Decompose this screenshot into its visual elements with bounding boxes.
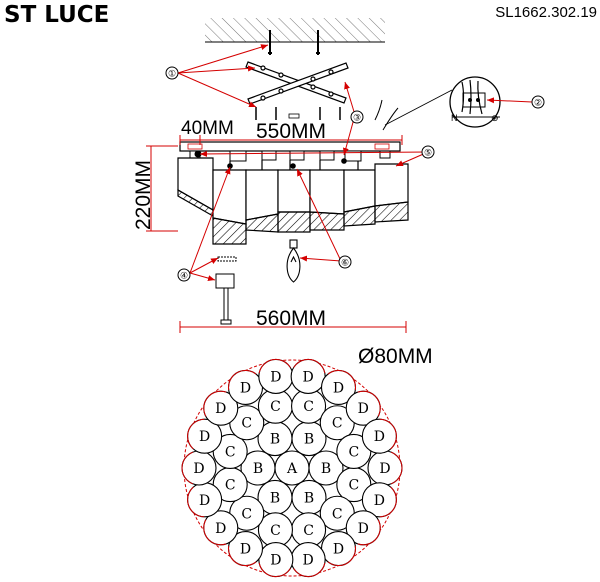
crystal-outline-arc [228,370,257,391]
callout-markers: ① ② ③ ④ ⑤ ⑥ [165,66,545,282]
crystal-outline-arc [187,418,205,450]
callout-3: ③ [353,113,361,123]
crystal-label: B [270,490,280,506]
dimension-lines [146,135,407,333]
crystal-label: D [333,542,344,558]
crystal-label: D [374,429,385,445]
svg-text:N: N [451,113,458,123]
crystal-label: D [358,401,369,417]
svg-text:⊕: ⊕ [491,113,499,123]
crystal-label: D [199,429,210,445]
height-label: 220MM [132,160,155,230]
crystal-outline-arc [187,486,205,518]
mounting-hardware [245,30,349,120]
crystal-label: D [333,380,344,396]
callout-leaders [177,44,533,282]
crystal-outline-arc [357,390,381,417]
crystal-label: D [199,493,210,509]
crystal-label: B [304,432,314,448]
brand-logo: ST LUCE [4,2,109,28]
callout-1: ① [168,69,176,79]
crystal-outline-arc [203,519,227,546]
crystal-label: C [270,399,281,415]
crystal-label: D [215,401,226,417]
crystal-label: C [225,478,236,494]
crystal-label: D [374,493,385,509]
wiring-detail: N ⊕ [374,76,501,131]
crystal-label: D [193,461,204,477]
ceiling-plate [179,141,401,152]
crystal-label: D [270,369,281,385]
side-offset-label: 40MM [181,118,234,139]
crystal-outline-arc [228,545,257,566]
crystal-B-1-0 [308,450,344,486]
crystal-outline-arc [379,418,397,450]
callout-5: ⑤ [424,148,432,158]
crystal-outline-arc [293,562,326,578]
crystal-diameter-label: Ø80MM [358,345,433,368]
crystal-label: D [240,542,251,558]
crystal-label: D [215,521,226,537]
crystal-label: D [303,553,314,569]
crystal-label: A [286,461,298,477]
crystal-label: D [303,369,314,385]
crystal-label: C [225,444,236,460]
crystal-outline-arc [258,562,291,578]
crystal-label: C [303,523,314,539]
crystal-outline-arc [203,390,227,417]
crystal-outline-arc [357,519,381,546]
crystal-label: C [348,444,359,460]
crystal-label: B [253,461,263,477]
crystal-label: D [379,461,390,477]
spare-parts [215,256,237,325]
crystal-outline-arc [327,545,356,566]
crystal-label: C [241,506,252,522]
callout-4: ④ [180,271,188,281]
crystal-outline-arc [327,370,356,391]
crystal-outline-arc [258,358,291,374]
model-number: SL1662.302.19 [495,4,597,21]
crystal-outline-arc [390,451,403,485]
callout-2: ② [534,98,542,108]
crystal-label: B [270,432,280,448]
bottom-width-label: 560MM [256,307,326,330]
chandelier-body [177,157,409,245]
crystal-label: C [241,416,252,432]
crystal-label: C [303,399,314,415]
crystal-label: B [304,490,314,506]
bulb-icon [286,239,301,283]
crystal-label: C [348,478,359,494]
crystal-label: C [332,416,343,432]
crystal-label: C [332,506,343,522]
crystal-label: D [270,553,281,569]
crystal-B-1-3 [240,450,276,486]
crystal-outline-arc [181,451,194,485]
callout-6: ⑥ [341,258,349,268]
crystal-label: D [358,521,369,537]
crystal-outline-arc [293,358,326,374]
crystal-label: D [240,380,251,396]
crystal-label: C [270,523,281,539]
ceiling [205,18,385,43]
crystal-outline-arc [379,486,397,518]
crystal-label: B [321,461,331,477]
top-width-label: 550MM [256,120,326,143]
